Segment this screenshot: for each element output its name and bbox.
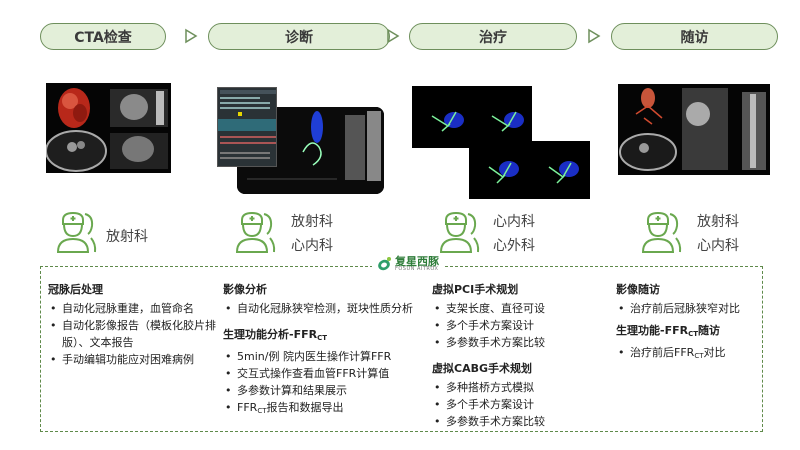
stage-label: CTA检查 — [74, 29, 132, 46]
stage-label: 随访 — [680, 29, 709, 46]
arrow-right-icon — [387, 28, 400, 44]
treatment-vessel-image — [412, 86, 532, 148]
arrow-right-icon — [588, 28, 601, 44]
followup-features: 影像随访 治疗前后冠脉狭窄对比 生理功能-FFRCT随访 治疗前后FFRCT对比 — [616, 282, 761, 365]
logo-icon — [378, 257, 391, 271]
cta-scan-image — [46, 83, 171, 173]
department-treatment: 心内科 心外科 — [493, 214, 535, 254]
feature-item: 多参数计算和结果展示 — [223, 382, 413, 399]
department-diagnosis: 放射科 心内科 — [291, 214, 333, 254]
feature-item: 支架长度、直径可设 — [432, 300, 602, 317]
feature-item: 多参数手术方案比较 — [432, 413, 602, 430]
doctor-icon — [641, 211, 682, 253]
feature-item: 治疗前后FFRCT对比 — [616, 344, 761, 365]
followup-scan-image — [618, 84, 770, 175]
feature-item: 5min/例 院内医生操作计算FFR — [223, 348, 413, 365]
doctor-icon — [439, 211, 480, 253]
section-title: 生理功能-FFRCT随访 — [616, 324, 720, 338]
company-logo: 复星西豚 FOSUN AITROX — [372, 253, 443, 275]
section-title: 影像随访 — [616, 283, 660, 296]
doctor-icon — [56, 211, 97, 253]
department-cta: 放射科 — [106, 229, 148, 245]
logo-en: FOSUN AITROX — [395, 266, 439, 272]
treatment-features: 虚拟PCI手术规划 支架长度、直径可设 多个手术方案设计 多参数手术方案比较 虚… — [432, 282, 602, 430]
feature-item: 自动化冠脉狭窄检测，斑块性质分析 — [223, 300, 413, 317]
feature-item: 自动化冠脉重建，血管命名 — [48, 300, 218, 317]
section-title: 虚拟PCI手术规划 — [432, 283, 519, 296]
feature-item: 多个手术方案设计 — [432, 396, 602, 413]
stage-label: 治疗 — [479, 29, 507, 46]
feature-item: 治疗前后冠脉狭窄对比 — [616, 300, 761, 317]
diagnosis-panel-image — [217, 87, 277, 167]
stage-diagnosis: 诊断 — [208, 23, 390, 50]
section-title: 冠脉后处理 — [48, 283, 103, 296]
treatment-vessel-image-2 — [469, 141, 590, 199]
section-title: 生理功能分析-FFRCT — [223, 328, 327, 342]
feature-item: 多种搭桥方式模拟 — [432, 379, 602, 396]
feature-item: 交互式操作查看血管FFR计算值 — [223, 365, 413, 382]
logo-cn: 复星西豚 — [395, 255, 439, 268]
stage-followup: 随访 — [611, 23, 778, 50]
cta-features: 冠脉后处理 自动化冠脉重建，血管命名 自动化影像报告（模板化胶片排版）、文本报告… — [48, 282, 218, 368]
section-title: 虚拟CABG手术规划 — [432, 362, 532, 375]
diagnosis-features: 影像分析 自动化冠脉狭窄检测，斑块性质分析 生理功能分析-FFRCT 5min/… — [223, 282, 413, 420]
stage-treatment: 治疗 — [409, 23, 577, 50]
feature-item: 多个手术方案设计 — [432, 317, 602, 334]
stage-cta: CTA检查 — [40, 23, 166, 50]
arrow-right-icon — [185, 28, 198, 44]
feature-item: FFRCT报告和数据导出 — [223, 399, 413, 420]
feature-item: 多参数手术方案比较 — [432, 334, 602, 351]
doctor-icon — [235, 211, 276, 253]
feature-item: 自动化影像报告（模板化胶片排版）、文本报告 — [48, 317, 218, 351]
department-followup: 放射科 心内科 — [697, 214, 739, 254]
section-title: 影像分析 — [223, 283, 267, 296]
stage-label: 诊断 — [285, 29, 313, 46]
feature-item: 手动编辑功能应对困难病例 — [48, 351, 218, 368]
